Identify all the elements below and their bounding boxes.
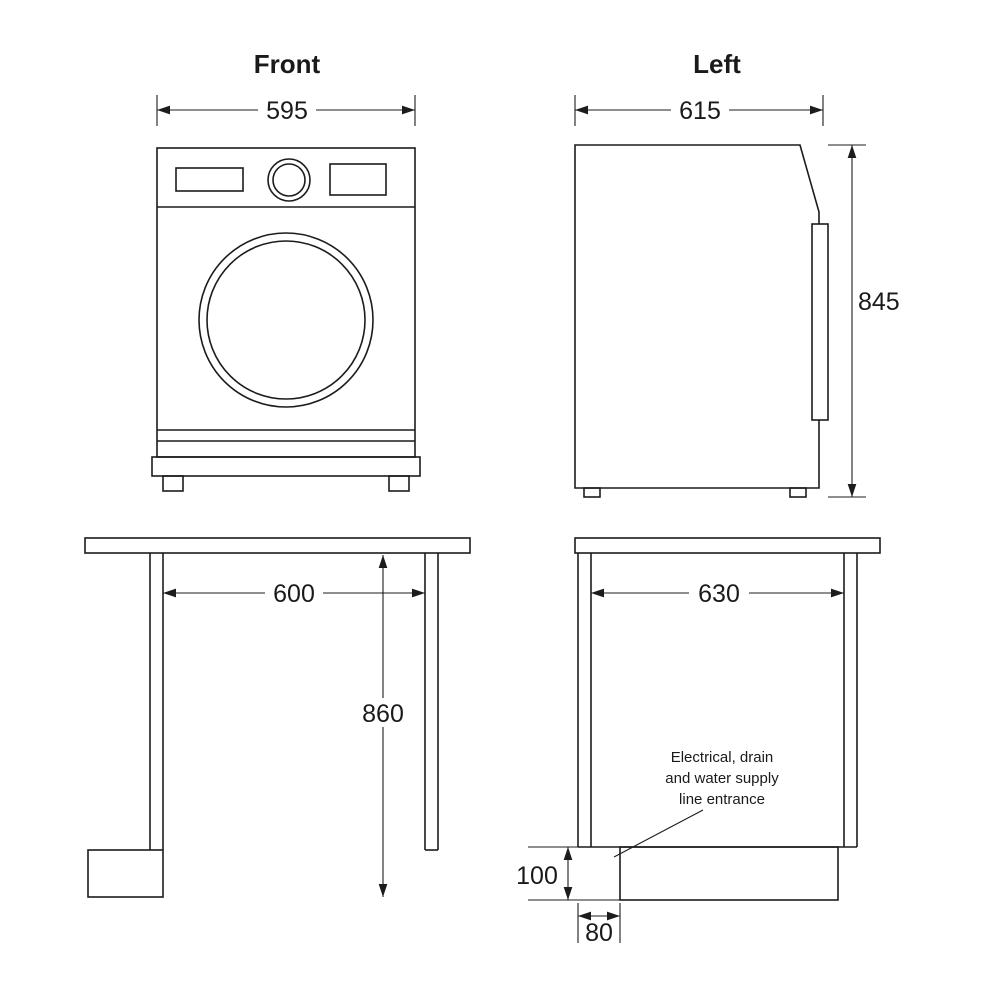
machine-base <box>151 456 421 477</box>
note-line-1: Electrical, drain <box>671 749 774 766</box>
niche-height-dimension: 860 <box>352 555 414 897</box>
label-gap <box>265 579 323 606</box>
detergent-drawer <box>175 167 244 192</box>
machine-side-outline <box>574 144 820 489</box>
niche-depth-label: 630 <box>698 580 740 608</box>
program-knob-outer <box>267 158 311 202</box>
supply-entrance-note: Electrical, drain and water supply line … <box>613 749 779 858</box>
front-width-dimension: 595 <box>156 95 416 126</box>
niche-side-view: 630 Electrical, drain and water supply l… <box>516 537 881 947</box>
niche-width-label: 600 <box>273 580 315 608</box>
left-depth-label: 615 <box>679 97 721 125</box>
label-gap <box>258 96 316 123</box>
machine-foot-right <box>388 475 410 492</box>
note-line-3: line entrance <box>679 791 765 808</box>
left-view-title: Left <box>693 49 741 79</box>
countertop <box>574 537 881 554</box>
washing-machine-front <box>151 147 421 492</box>
niche-depth-dimension: 630 <box>591 579 844 608</box>
plinth-recess-dimension: 80 <box>577 903 621 947</box>
label-gap <box>689 579 749 606</box>
left-depth-dimension: 615 <box>574 95 824 126</box>
niche-front-view: 600 860 <box>84 537 471 898</box>
washing-machine-side <box>574 144 829 498</box>
plinth-recess-label: 80 <box>585 919 613 947</box>
left-view: Left 615 845 <box>574 49 910 498</box>
label-gap <box>671 96 729 123</box>
door-outer-ring <box>198 232 374 408</box>
countertop <box>84 537 471 554</box>
front-view: Front 595 <box>151 49 421 492</box>
note-leader-line <box>613 809 704 858</box>
machine-foot-front <box>583 487 601 498</box>
left-height-dimension: 845 <box>828 144 910 498</box>
plinth-height-dimension: 100 <box>516 846 622 901</box>
left-plinth-block <box>87 849 164 898</box>
niche-height-label: 860 <box>362 700 404 728</box>
program-knob-inner <box>272 163 306 197</box>
plinth-height-label: 100 <box>516 862 558 890</box>
label-gap <box>352 698 414 727</box>
door-bulge <box>811 223 829 421</box>
door-inner-ring <box>206 240 366 400</box>
machine-foot-left <box>162 475 184 492</box>
note-line-2: and water supply <box>665 770 779 787</box>
niche-width-dimension: 600 <box>163 579 425 608</box>
left-height-label: 845 <box>858 288 900 316</box>
label-gap <box>854 286 910 316</box>
front-width-label: 595 <box>266 97 308 125</box>
machine-foot-rear <box>789 487 807 498</box>
front-view-title: Front <box>254 49 321 79</box>
display-window <box>329 163 387 196</box>
plinth-block <box>619 846 839 901</box>
